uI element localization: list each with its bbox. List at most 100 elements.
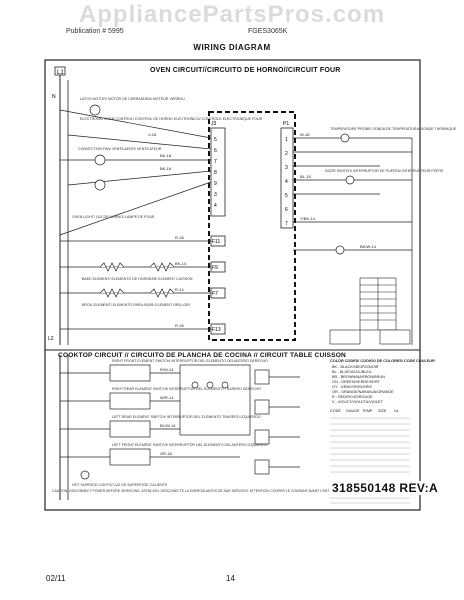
wire-code: R-16 [175, 323, 184, 328]
connector-j3-label: J3 [211, 121, 217, 127]
cooktop-wire-codes: R/W-14 W/R-14 BL/W-14 OR-18 [160, 367, 176, 456]
label-left-rear: LEFT REAR ELEMENT SWITCH/ INTERRUPTOR DE… [112, 415, 261, 419]
relay-f7: F7 [212, 291, 218, 297]
oven-control-box [208, 111, 296, 341]
j3-pin: 5 [214, 137, 217, 143]
label-hot-lights: HOT SURFACE LIGHTS/ LUZ DE SUPERFICIE CA… [72, 483, 168, 487]
oven-right-wiring [293, 133, 413, 345]
wire-table-header: TEMP [362, 409, 373, 413]
wire-code: R-14 [175, 287, 184, 292]
label-right-front: RIGHT FRONT ELEMENT SWITCH/ INTERRUPTOR … [112, 359, 268, 363]
wire-code: BK-14 [175, 261, 187, 266]
color-code: R - RED/ROJO/ROUGE [332, 395, 373, 399]
latch-motor-symbol [89, 104, 101, 116]
oven-circuit-title: OVEN CIRCUIT//CIRCUITO DE HORNO//CIRCUIT… [150, 67, 341, 74]
footer-page-number: 14 [226, 574, 235, 583]
convection-fan-symbol [94, 154, 106, 166]
label-oven-control: ELECTRONIC OVEN CONTROL/ CONTROL DE HORN… [80, 117, 263, 121]
caution-notes: CAUTION: DISCONNECT POWER BEFORE SERVICI… [52, 489, 343, 493]
bake-element-symbol [99, 262, 125, 272]
color-code-legend: COLOR CODES/ CODIGO DE COLORES/ CODE COU… [330, 359, 435, 404]
wire-gauge-table: CODE GAUGE TEMP SIZE UL [330, 409, 399, 413]
model-number: FGES3065K [248, 28, 288, 35]
p1-pin: 1 [285, 137, 288, 143]
j3-pin: 9 [214, 181, 217, 187]
cooktop-circuit-title: COOKTOP CIRCUIT // CIRCUITO DE PLANCHA D… [58, 352, 347, 359]
wire-code: W-18 [300, 132, 310, 137]
connector-p1-label: P1 [283, 121, 289, 127]
color-code: V - VIOLET/VIOLETA/VIOLET [332, 400, 383, 404]
page-title: WIRING DIAGRAM [193, 43, 271, 52]
p1-pin: 4 [285, 179, 288, 185]
rail-label-n: N [52, 94, 56, 100]
part-number: 318550148 REV:A [329, 481, 442, 495]
cooktop-wiring [60, 364, 300, 480]
color-codes-title: COLOR CODES/ CODIGO DE COLORES/ CODE COU… [330, 359, 435, 363]
wire-code: BL/W-14 [160, 423, 176, 428]
j3-pin: 6 [214, 148, 217, 154]
relays: F11 F9 F7 F13 [210, 235, 226, 335]
door-switch-symbol [345, 175, 355, 185]
element-left-front [254, 459, 270, 475]
color-code: BK - BLACK/NEGRO/NOIR [332, 365, 379, 369]
element-left-rear [254, 429, 270, 445]
oven-left-wire-codes: V-18 BK-18 BK-16 R-18 BK-14 R-14 R-16 [148, 132, 187, 328]
relay-f9: F9 [212, 265, 218, 271]
dual-element-switch-box [179, 364, 251, 436]
rail-label-l2: L2 [48, 336, 54, 342]
p1-pin: 3 [285, 165, 288, 171]
connector-p1 [280, 127, 294, 229]
cooktop-component-labels: RIGHT FRONT ELEMENT SWITCH/ INTERRUPTOR … [72, 359, 268, 487]
color-code: BL - BLUE/AZUL/BLEU [332, 370, 372, 374]
relay-f11: F11 [212, 239, 220, 245]
wire-code: BK/W-14 [360, 244, 377, 249]
j3-pins: 5 6 7 8 9 3 4 [214, 137, 217, 209]
terminal-l1: L1 [57, 70, 64, 76]
label-door-switch: DOOR SWITCH/ INTERRUPTOR DE PUERTA/ INTE… [325, 169, 444, 173]
color-code: GY - GRAY/GRIS/GRIS [332, 385, 372, 389]
element-right-rear [254, 399, 270, 415]
oven-left-component-labels: LATCH MOTOR/ MOTOR DE CERRADURA/ MOTEUR … [72, 97, 263, 307]
oven-right-wire-codes: W-18 BL-18 Y/BK-14 BK/W-14 [300, 132, 377, 249]
label-convection-fan: CONVECTION FAN/ VENTILADOR/ VENTILATEUR [78, 147, 162, 151]
wire-table-header: CODE [330, 409, 341, 413]
label-temp-probe: TEMPERATURE PROBE/ SONDA DE TEMPERATURA/… [330, 127, 457, 131]
j3-pin: 7 [214, 159, 217, 165]
p1-pins: 1 2 3 4 5 6 7 [285, 137, 288, 227]
switch-right-rear [109, 392, 151, 410]
wire-code: R/W-14 [160, 367, 174, 372]
wire-table-rows-lower [330, 497, 410, 504]
wire-code: W/R-14 [160, 395, 174, 400]
label-bake-element: BAKE ELEMENT/ ELEMENTO DE HORNEAR/ ELEME… [82, 277, 193, 281]
label-broil-element: BROIL ELEMENT/ ELEMENTO PARA ASAR/ ELEME… [82, 303, 190, 307]
color-code: GN - GREEN/VERDE/VERT [332, 380, 381, 384]
switch-right-front [109, 364, 151, 382]
wire-code: Y/BK-14 [300, 216, 316, 221]
label-latch-motor: LATCH MOTOR/ MOTOR DE CERRADURA/ MOTEUR … [80, 97, 185, 101]
broil-element-symbol [99, 288, 125, 298]
p1-pin: 6 [285, 207, 288, 213]
publication-number: Publication # 5995 [66, 28, 124, 35]
oven-left-wiring [59, 104, 212, 330]
relay-f13: F13 [212, 327, 221, 333]
label-left-front: LEFT FRONT ELEMENT SWITCH/ INTERRUPTOR D… [112, 443, 268, 447]
footer-date: 02/11 [46, 574, 66, 583]
wire-code: BL-18 [300, 174, 311, 179]
label-right-rear: RIGHT REAR ELEMENT SWITCH/ INTERRUPTOR D… [112, 387, 261, 391]
wire-code: R-18 [175, 235, 184, 240]
j3-pin: 4 [214, 203, 217, 209]
hot-surface-light-symbol [80, 470, 90, 480]
wire-code: BK-16 [160, 166, 172, 171]
oven-light-symbol [94, 179, 106, 191]
label-oven-light: OVEN LIGHT/ LUZ DE HORNO/ LAMPE DE FOUR [72, 215, 155, 219]
wire-code: OR-18 [160, 451, 173, 456]
temp-probe-symbol [340, 133, 350, 143]
element-right-front [254, 369, 270, 385]
switch-left-rear [109, 420, 151, 438]
color-code: OR - ORANGE/NARANJA/ORANGE [332, 390, 394, 394]
diagram-frame [44, 59, 421, 511]
p1-pin: 7 [285, 221, 288, 227]
j3-pin: 3 [214, 192, 217, 198]
color-code: BR - BROWN/MARRON/BRUN [332, 375, 385, 379]
